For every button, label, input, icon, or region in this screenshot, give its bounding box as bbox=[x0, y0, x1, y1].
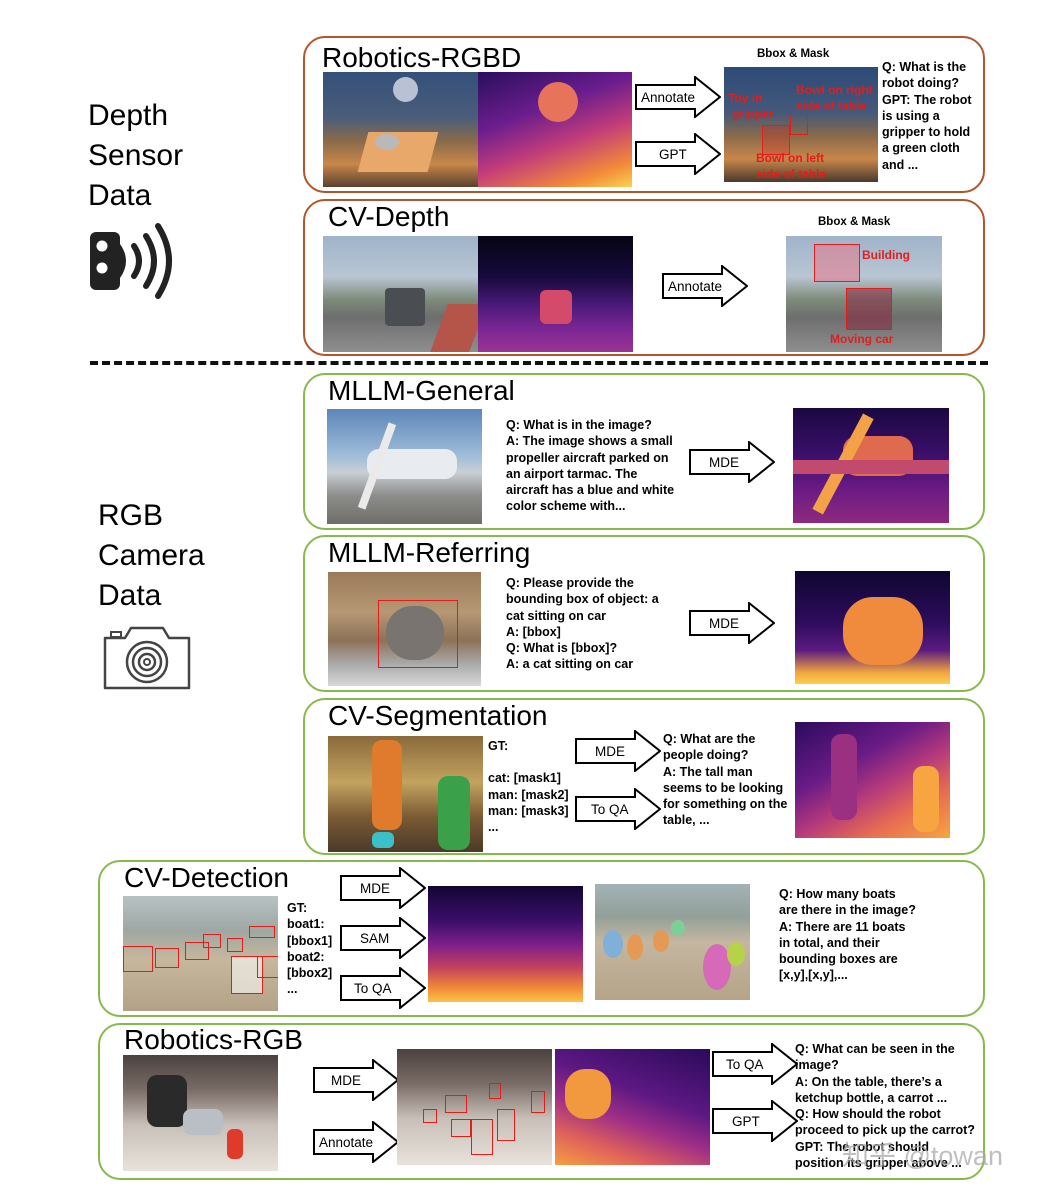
panel-title: MLLM-Referring bbox=[328, 537, 531, 568]
mde-arrow: MDE bbox=[575, 730, 661, 772]
bbox-mask-caption: Bbox & Mask bbox=[757, 48, 830, 60]
to-qa-arrow: To QA bbox=[712, 1043, 798, 1085]
section-divider bbox=[90, 361, 988, 365]
mde-arrow: MDE bbox=[689, 441, 775, 483]
mllm-general-qa-text: Q: What is in the image? A: The image sh… bbox=[506, 418, 675, 514]
panel-title: CV-Depth bbox=[328, 201, 450, 232]
bbox-mask-caption: Bbox & Mask bbox=[818, 216, 891, 228]
panel-cv-detection bbox=[98, 860, 985, 1017]
cv-segmentation-qa-text: Q: What are the people doing? A: The tal… bbox=[663, 732, 788, 828]
robot-annotated-photo: Toy in gripper Bowl on right side of tab… bbox=[724, 67, 878, 182]
watermark: 知乎 @towan bbox=[842, 1141, 1003, 1171]
beach-segmented-photo bbox=[595, 884, 750, 1000]
robot-scene-photo bbox=[323, 72, 478, 187]
beach-depth-map bbox=[428, 886, 583, 1002]
cat-depth-map bbox=[795, 571, 950, 684]
to-qa-arrow: To QA bbox=[575, 788, 661, 830]
panel-robotics-rgb bbox=[98, 1023, 985, 1180]
panel-title: CV-Segmentation bbox=[328, 700, 548, 731]
kitchen-depth-map bbox=[795, 722, 950, 838]
panel-title: Robotics-RGB bbox=[124, 1024, 303, 1055]
mde-arrow: MDE bbox=[340, 867, 426, 909]
airplane-photo bbox=[327, 409, 482, 524]
toy-kitchen-photo bbox=[123, 1055, 278, 1171]
depth-sensor-icon bbox=[88, 222, 180, 300]
panel-title: Robotics-RGBD bbox=[322, 42, 522, 73]
annotate-arrow: Annotate bbox=[662, 265, 748, 307]
street-annotated-photo: Building Moving car bbox=[786, 236, 942, 352]
panel-mllm-general bbox=[303, 373, 985, 530]
camera-icon bbox=[101, 622, 193, 692]
beach-boats-photo bbox=[123, 896, 278, 1011]
mde-arrow: MDE bbox=[313, 1059, 399, 1101]
mllm-referring-qa-text: Q: Please provide the bounding box of ob… bbox=[506, 576, 659, 672]
panel-robotics-rgbd bbox=[303, 36, 985, 193]
panel-title: CV-Detection bbox=[124, 862, 289, 893]
panel-cv-segmentation bbox=[303, 698, 985, 855]
street-depth-map bbox=[478, 236, 633, 352]
depth-sensor-data-label: Depth Sensor Data bbox=[88, 99, 184, 212]
panel-mllm-referring bbox=[303, 535, 985, 692]
panel-title: MLLM-General bbox=[328, 375, 515, 406]
airplane-depth-map bbox=[793, 408, 949, 523]
cv-detection-gt-text: GT: boat1: [bbox1] boat2: [bbox2] ... bbox=[287, 901, 333, 997]
rgb-camera-data-label: RGB Camera Data bbox=[98, 499, 205, 612]
robot-depth-map bbox=[478, 72, 632, 187]
gpt-arrow: GPT bbox=[712, 1100, 798, 1142]
robotics-rgbd-qa-text: Q: What is the robot doing? GPT: The rob… bbox=[882, 60, 972, 172]
annotate-arrow: Annotate bbox=[635, 76, 721, 118]
kitchen-segmented-photo bbox=[328, 736, 483, 852]
sam-arrow: SAM bbox=[340, 917, 426, 959]
street-photo bbox=[323, 236, 478, 352]
gpt-arrow: GPT bbox=[635, 133, 721, 175]
mde-arrow: MDE bbox=[689, 602, 775, 644]
panel-cv-depth bbox=[303, 199, 985, 356]
robotics-rgb-qa-text: Q: What can be seen in the image? A: On … bbox=[795, 1042, 975, 1171]
annotate-arrow: Annotate bbox=[313, 1121, 399, 1163]
cv-segmentation-gt-text: GT: cat: [mask1] man: [mask2] man: [mask… bbox=[488, 739, 569, 835]
toy-kitchen-annotated-photo bbox=[397, 1049, 552, 1165]
to-qa-arrow: To QA bbox=[340, 967, 426, 1009]
toy-kitchen-depth-map bbox=[555, 1049, 710, 1165]
cat-photo bbox=[328, 572, 481, 686]
cv-detection-qa-text: Q: How many boats are there in the image… bbox=[779, 887, 916, 983]
